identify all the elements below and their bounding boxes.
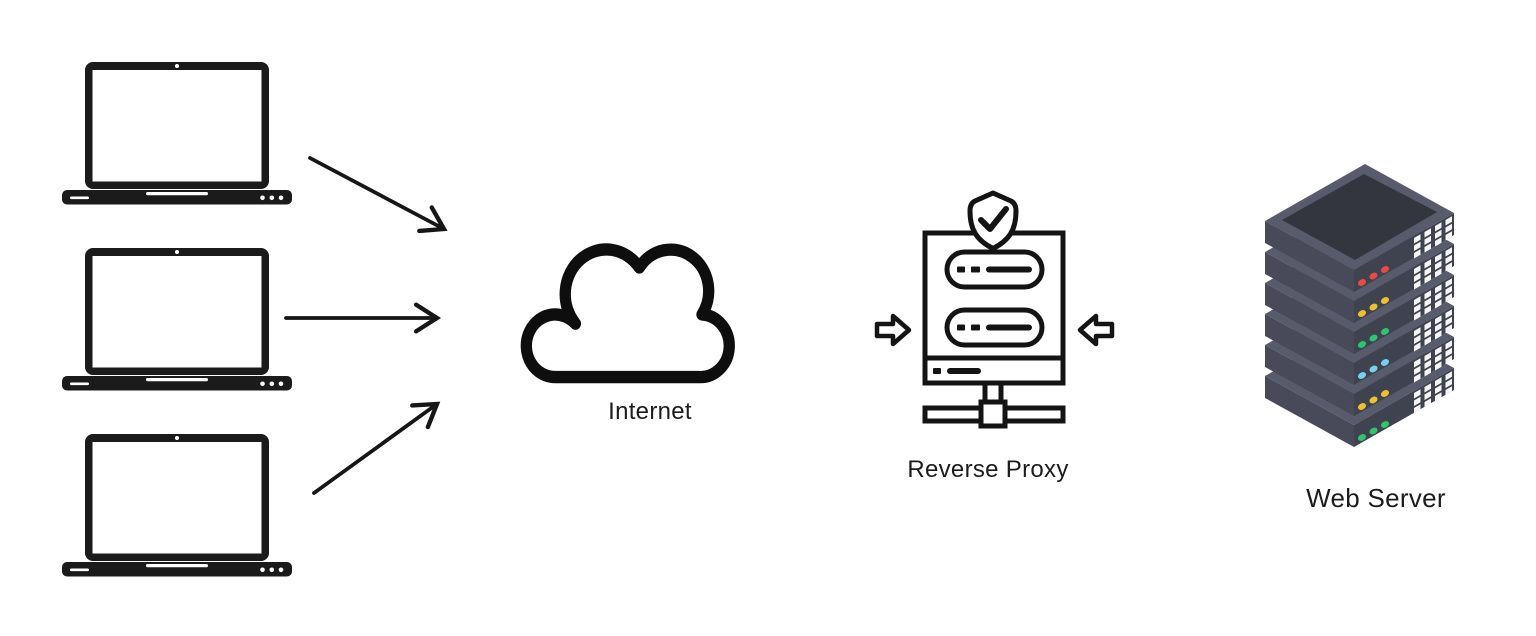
cloud-outline [520,243,735,384]
reverse-proxy-label: Reverse Proxy [907,456,1069,483]
server-led [1357,279,1367,286]
laptop-base-dot [269,195,275,201]
client-laptop-icon-3 [61,432,293,578]
internet-label: Internet [608,398,692,425]
server-led [1369,427,1378,435]
proxy-network-hub [978,399,1008,429]
arrow-client1-to-internet-icon [308,156,448,234]
bay1-dash [957,266,965,273]
client-laptop-icon-1 [61,60,293,206]
server-led [1380,266,1390,273]
server-led [1369,272,1378,280]
proxy-strip-bar [947,368,981,374]
inbound-arrow-right-icon [1077,313,1115,347]
bay1-dash [971,266,980,273]
laptop-touchpad-line [146,192,208,196]
laptop-base-dot [260,381,265,387]
laptop-icon [62,248,292,391]
server-led [1380,421,1390,428]
laptop-base-dot [278,567,284,573]
shield-checkmark [978,206,1009,232]
laptop-base-dash [70,196,89,200]
server-slab [1265,164,1454,292]
laptop-base [62,190,292,205]
laptop-icon [62,62,292,205]
server-led [1380,297,1390,304]
web-server-icon [1265,164,1454,447]
bay1-bar [986,266,1032,273]
laptop-touchpad-line [146,378,208,382]
server-led [1380,390,1390,397]
laptop-base-dot [260,567,265,573]
bay2-dash [971,324,980,331]
laptop-base-dot [269,567,275,573]
internet-node [514,234,740,386]
server-led [1369,334,1378,342]
laptop-screen [92,442,262,554]
laptop-base [62,376,292,391]
web-server-node [1262,158,1462,468]
server-led [1369,303,1378,311]
bay2-bar [986,324,1032,331]
server-slab-stack [1265,164,1454,447]
server-led [1357,341,1367,348]
proxy-strip-dot [933,368,941,374]
laptop-base-dash [70,382,89,386]
client-laptop-icon-2 [61,246,293,392]
server-led [1357,434,1367,441]
laptop-camera-dot [175,64,179,68]
laptop-base [62,562,292,577]
reverse-proxy-icon [874,190,1115,429]
laptop-screen [92,256,262,368]
server-led [1380,328,1390,335]
server-led [1357,372,1367,379]
bay2-dash [957,324,965,331]
arrow-client3-to-internet-icon [312,401,441,495]
web-server-label: Web Server [1306,483,1446,513]
laptop-camera-dot [175,436,179,440]
laptop-icon [62,434,292,577]
inbound-arrow-left-icon [874,313,912,347]
laptop-base-dot [278,381,284,387]
laptop-base-dash [70,568,89,572]
internet-cloud-icon [520,243,735,384]
laptop-screen [92,70,262,182]
server-led [1380,359,1390,366]
laptop-base-dot [278,195,284,201]
laptop-base-dot [260,195,265,201]
server-led [1357,310,1367,317]
server-led [1357,403,1367,410]
laptop-camera-dot [175,250,179,254]
reverse-proxy-node [860,180,1130,430]
server-led [1369,396,1378,404]
server-led [1369,365,1378,373]
laptop-base-dot [269,381,275,387]
laptop-touchpad-line [146,564,208,568]
